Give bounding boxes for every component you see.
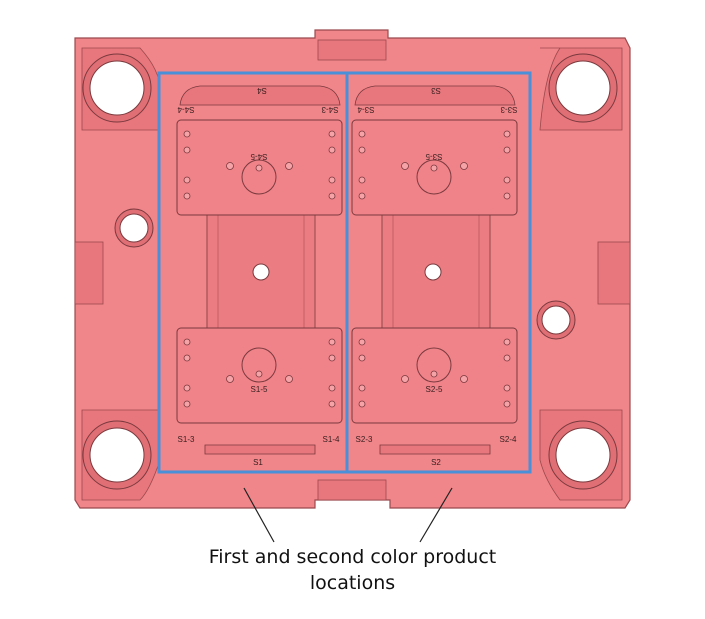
label-s1: S1: [253, 458, 263, 467]
right-cavity-column: S3 S3-4 S3-3 S3-5 S2-5 S2-3 S2-4 S2: [351, 85, 518, 467]
ejector-pin-hole: [503, 354, 511, 362]
center-hole-right: [424, 263, 442, 281]
ejector-pin-hole: [183, 146, 191, 154]
label-s2-4: S2-4: [500, 435, 517, 444]
caption-line-2: locations: [309, 572, 396, 594]
top-notch: [317, 39, 387, 61]
ejector-pin-hole: [328, 176, 336, 184]
ejector-pin-hole: [503, 338, 511, 346]
ejector-pin-hole: [328, 130, 336, 138]
ejector-pin-hole: [358, 338, 366, 346]
corner-guide-pin-top-right: [539, 47, 623, 131]
highlight-frame-right: [345, 71, 532, 474]
label-s2-3: S2-3: [356, 435, 373, 444]
right-side-notch: [597, 241, 631, 305]
ejector-pin-hole: [358, 130, 366, 138]
caption-line-1: First and second color product: [208, 546, 497, 568]
ejector-pin-hole: [328, 146, 336, 154]
ejector-pin-hole: [358, 400, 366, 408]
corner-guide-pin-bottom-right: [539, 409, 623, 501]
label-s4-4: S4-4: [177, 105, 194, 114]
label-s3: S3: [431, 86, 441, 95]
ejector-pin-hole: [183, 338, 191, 346]
ejector-pin-hole: [328, 192, 336, 200]
ejector-pin-hole: [328, 354, 336, 362]
label-s4-3: S4-3: [321, 105, 338, 114]
label-s1-4: S1-4: [323, 435, 340, 444]
ejector-pin-hole: [503, 384, 511, 392]
label-s3-5: S3-5: [425, 152, 442, 161]
ejector-pin-hole: [358, 384, 366, 392]
label-s2-5: S2-5: [426, 385, 443, 394]
corner-guide-pin-bottom-left: [81, 409, 161, 501]
label-s3-3: S3-3: [500, 105, 517, 114]
ejector-pin-hole: [183, 384, 191, 392]
ejector-pin-hole: [183, 192, 191, 200]
bottom-notch: [317, 479, 387, 501]
ejector-pin-hole: [328, 384, 336, 392]
label-s1-3: S1-3: [178, 435, 195, 444]
label-s4: S4: [257, 86, 267, 95]
pointer-line-left: [243, 487, 275, 543]
ejector-pin-hole: [503, 130, 511, 138]
ejector-pin-hole: [503, 146, 511, 154]
label-s1-5: S1-5: [251, 385, 268, 394]
side-hole-right: [536, 300, 576, 340]
ejector-pin-hole: [503, 176, 511, 184]
ejector-pin-hole: [503, 400, 511, 408]
pointer-line-right: [419, 487, 453, 543]
left-side-notch: [74, 241, 104, 305]
ejector-pin-hole: [328, 338, 336, 346]
ejector-pin-hole: [358, 176, 366, 184]
ejector-pin-hole: [183, 400, 191, 408]
ejector-pin-hole: [183, 354, 191, 362]
ejector-pin-hole: [358, 146, 366, 154]
side-hole-left: [114, 208, 154, 248]
ejector-pin-hole: [503, 192, 511, 200]
ejector-pin-hole: [328, 400, 336, 408]
ejector-pin-hole: [183, 176, 191, 184]
label-s3-4: S3-4: [357, 105, 374, 114]
corner-guide-pin-top-left: [81, 47, 161, 131]
center-hole-left: [252, 263, 270, 281]
label-s4-5: S4-5: [250, 152, 267, 161]
left-cavity-column: S4 S4-4 S4-3 S4-5 S1-5 S1-3 S1-4 S1: [176, 85, 343, 467]
ejector-pin-hole: [358, 354, 366, 362]
ejector-pin-hole: [358, 192, 366, 200]
ejector-pin-hole: [183, 130, 191, 138]
ejector-pin-holes: [183, 130, 511, 408]
label-s2: S2: [431, 458, 441, 467]
